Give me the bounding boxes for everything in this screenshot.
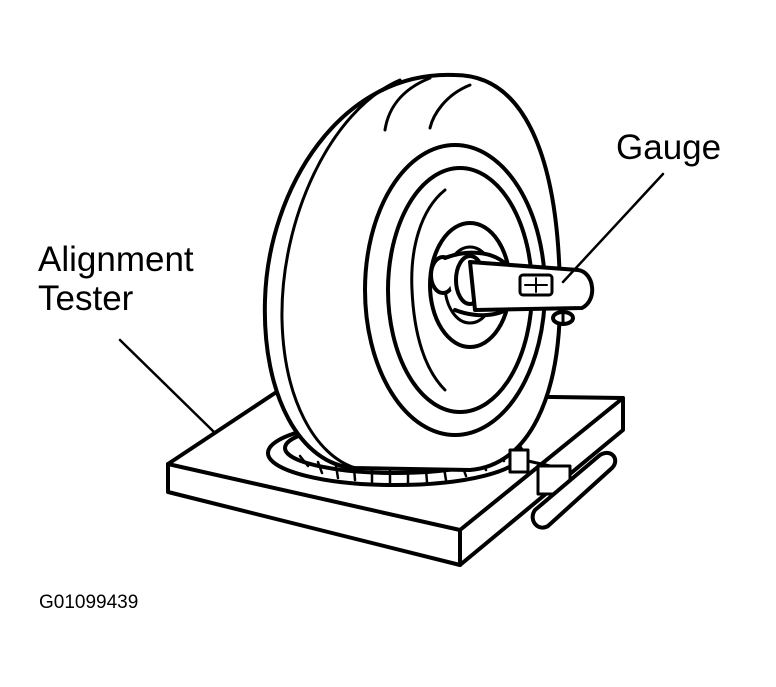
gauge-label: Gauge (616, 128, 722, 167)
alignment-tester-label: Alignment Tester (38, 240, 194, 318)
alignment-tester-label-line2: Tester (38, 279, 134, 319)
alignment-tester-label-line1: Alignment (38, 240, 194, 279)
tester-leader-line (118, 338, 216, 434)
gauge-leader-line (561, 172, 665, 284)
gauge-arm (468, 260, 594, 326)
locking-clamp (508, 448, 618, 530)
figure-id: G01099439 (39, 592, 139, 613)
